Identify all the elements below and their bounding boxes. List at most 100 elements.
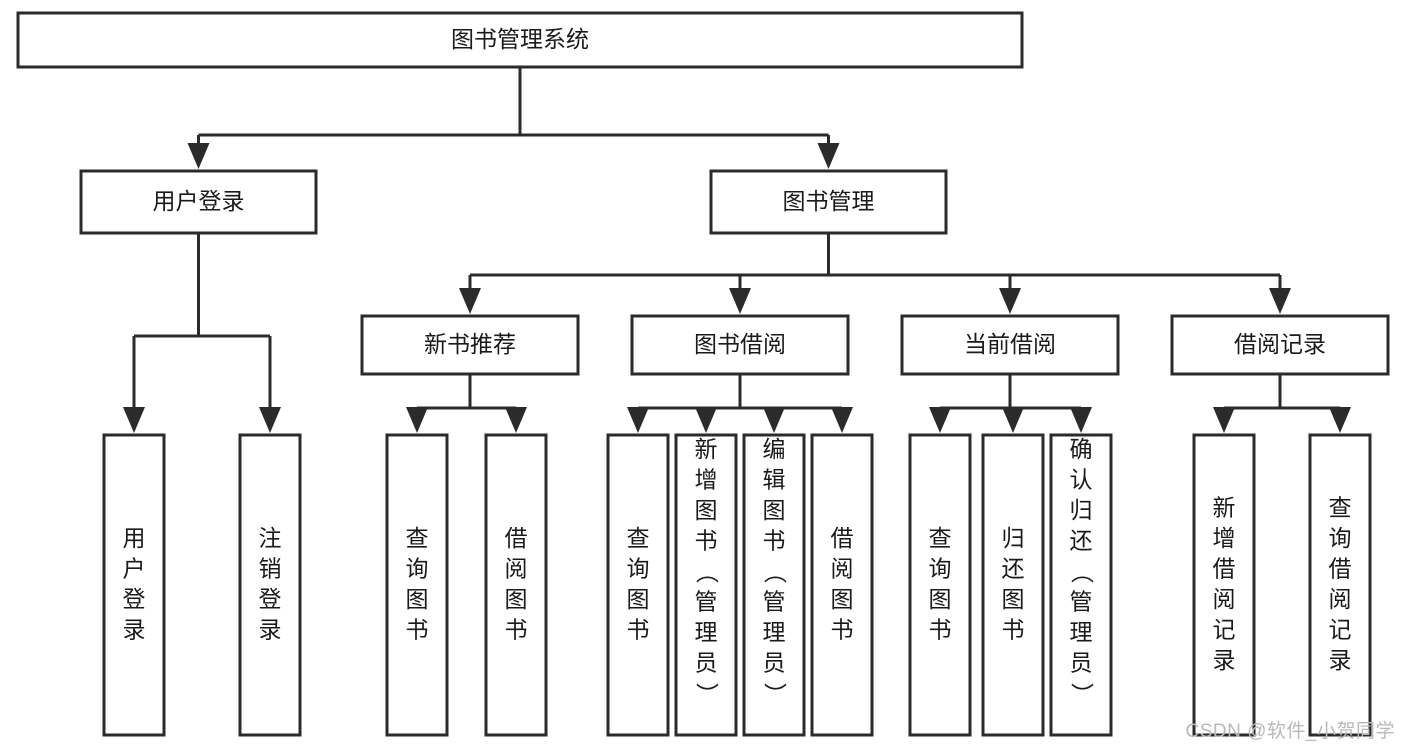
node-label-char: 阅	[831, 556, 854, 582]
node-label-char: 录	[1213, 647, 1236, 673]
node-label-char: 阅	[1213, 586, 1236, 612]
watermark-label: CSDN @软件_小贺同学	[1185, 721, 1395, 742]
node-box[interactable]	[385, 433, 449, 737]
node-label-char: 增	[695, 467, 718, 493]
node-label-char: 借	[1213, 556, 1236, 582]
arrowhead-icon	[831, 407, 853, 433]
node-box[interactable]	[900, 314, 1120, 376]
node-label-char: 记	[1213, 617, 1236, 643]
node-label-char: 录	[1329, 647, 1352, 673]
node-label-char: 图	[763, 497, 786, 523]
node-label-char: 注	[259, 525, 282, 551]
node-label: 用户登录	[153, 188, 245, 214]
node-label-char: 阅	[505, 556, 528, 582]
node-label-char: 确	[1070, 436, 1093, 462]
node-box[interactable]	[742, 433, 806, 737]
node-l2-2[interactable]: 当前借阅	[900, 314, 1120, 376]
node-label-char: 书	[695, 528, 718, 554]
edge-group-root	[187, 67, 840, 169]
node-label-char: 用	[123, 525, 146, 551]
arrowhead-icon	[123, 407, 145, 433]
node-label-char: 书	[627, 617, 650, 643]
node-label-char: 理	[763, 619, 786, 645]
node-box[interactable]	[484, 433, 548, 737]
node-label-char: 图	[831, 586, 854, 612]
node-label-char: 增	[1213, 525, 1236, 551]
arrowhead-icon	[1213, 407, 1235, 433]
node-label-char: 管	[695, 589, 718, 615]
node-box[interactable]	[79, 169, 318, 235]
node-label-char: ）	[762, 683, 788, 706]
arrowhead-icon	[817, 143, 840, 169]
node-box[interactable]	[102, 433, 166, 737]
node-l1-1[interactable]: 图书管理	[709, 169, 948, 235]
node-label: 当前借阅	[964, 331, 1056, 357]
node-label-char: （	[1069, 561, 1095, 584]
node-label-char: 记	[1329, 617, 1352, 643]
node-label-char: 认	[1070, 467, 1093, 493]
node-label-char: 辑	[763, 467, 786, 493]
node-label-char: ）	[694, 683, 720, 706]
node-box[interactable]	[16, 11, 1024, 69]
node-root[interactable]: 图书管理系统	[16, 11, 1024, 69]
node-label: 图书管理	[783, 188, 875, 214]
node-label-char: 图	[695, 497, 718, 523]
node-label-char: 查	[406, 525, 429, 551]
node-label-char: 书	[929, 617, 952, 643]
node-box[interactable]	[360, 314, 580, 376]
node-l2-0[interactable]: 新书推荐	[360, 314, 580, 376]
node-label-char: （	[762, 561, 788, 584]
edge-group-l2-0	[406, 374, 527, 433]
node-l1-0[interactable]: 用户登录	[79, 169, 318, 235]
edge-group-l2-2	[929, 374, 1092, 433]
node-l3-0[interactable]: 用户登录	[102, 433, 166, 737]
node-label-char: 新	[695, 436, 718, 462]
node-label-char: 员	[1070, 650, 1093, 676]
node-box[interactable]	[606, 433, 670, 737]
node-label-char: 图	[627, 586, 650, 612]
node-label-char: 理	[695, 619, 718, 645]
node-label-char: 询	[406, 556, 429, 582]
node-label-char: 员	[695, 650, 718, 676]
node-box[interactable]	[1308, 433, 1372, 737]
node-label-char: 询	[627, 556, 650, 582]
node-label-char: 登	[123, 586, 146, 612]
node-box[interactable]	[709, 169, 948, 235]
node-l2-1[interactable]: 图书借阅	[630, 314, 850, 376]
arrowhead-icon	[1002, 407, 1024, 433]
edge-group-l1-0	[123, 233, 281, 433]
node-box[interactable]	[1192, 433, 1256, 737]
node-label-char: 新	[1213, 495, 1236, 521]
node-label-char: 借	[831, 525, 854, 551]
arrowhead-icon	[459, 288, 481, 314]
node-box[interactable]	[810, 433, 874, 737]
node-label-char: 员	[763, 650, 786, 676]
node-box[interactable]	[238, 433, 302, 737]
node-label-char: 还	[1002, 556, 1025, 582]
node-label-char: 图	[406, 586, 429, 612]
node-label-char: 登	[259, 586, 282, 612]
node-box[interactable]	[1170, 314, 1390, 376]
node-l2-3[interactable]: 借阅记录	[1170, 314, 1390, 376]
node-box[interactable]	[674, 433, 738, 737]
node-box[interactable]	[908, 433, 972, 737]
arrowhead-icon	[406, 407, 428, 433]
edge-group-l1-1	[459, 233, 1291, 314]
node-box[interactable]	[981, 433, 1045, 737]
node-box[interactable]	[630, 314, 850, 376]
node-label-char: 户	[123, 556, 146, 582]
node-box[interactable]	[1049, 433, 1113, 737]
